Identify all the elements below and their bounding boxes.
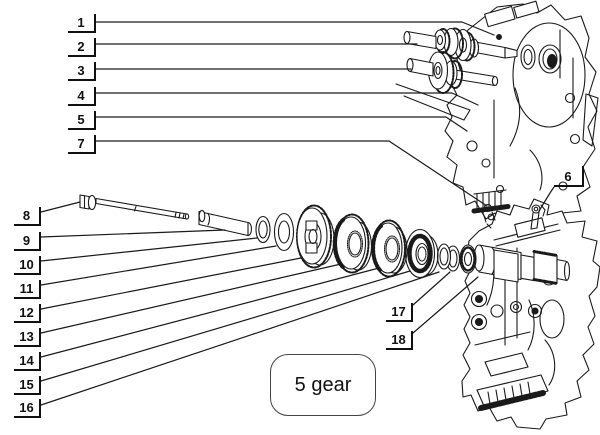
lower-housing-drawing: [461, 198, 600, 430]
leader-11: [40, 245, 277, 286]
callout-box-3: 3: [68, 62, 96, 81]
leader-10: [40, 237, 258, 262]
leader-13: [40, 263, 342, 334]
leader-16: [40, 271, 440, 406]
leader-4: [95, 92, 479, 106]
callout-box-14: 14: [14, 352, 41, 371]
leader-15: [40, 270, 411, 382]
callout-box-2: 2: [68, 38, 96, 57]
leader-8: [40, 201, 81, 213]
callout-box-15: 15: [14, 376, 41, 395]
thrust-ring-drawing: [273, 212, 295, 252]
callout-box-8: 8: [14, 207, 41, 226]
retaining-clip-left-drawing: [482, 203, 496, 229]
callout-box-6: 6: [554, 166, 584, 187]
synchro-hub-drawing: [296, 204, 335, 269]
figure-label-5-gear: 5 gear: [270, 354, 376, 416]
callout-box-12: 12: [14, 304, 41, 323]
leader-6: [538, 186, 555, 212]
callout-box-5: 5: [68, 111, 96, 130]
leader-12: [40, 257, 302, 310]
washer-pair-drawing: [436, 243, 461, 272]
bearing-drawing: [404, 228, 439, 279]
bolt-drawing: [79, 194, 190, 220]
leader-5: [95, 116, 468, 132]
exploded-parts-drawing: [79, 194, 477, 279]
callout-box-4: 4: [68, 87, 96, 106]
leader-lines: [40, 21, 555, 406]
callout-box-13: 13: [14, 328, 41, 347]
leader-17: [412, 271, 451, 306]
callout-box-1: 1: [68, 14, 96, 33]
small-washer-drawing: [255, 215, 271, 244]
leader-14: [40, 267, 380, 358]
callout-box-7: 7: [68, 135, 96, 154]
callout-box-10: 10: [14, 256, 41, 275]
callout-box-18: 18: [386, 331, 413, 350]
gear-small-drawing: [371, 219, 408, 278]
leader-1: [95, 21, 495, 36]
leader-18: [412, 276, 479, 334]
leader-7: [95, 140, 488, 207]
spacer-sleeve-drawing: [198, 209, 253, 237]
callout-box-16: 16: [14, 399, 41, 418]
callout-box-17: 17: [386, 303, 413, 322]
callout-box-9: 9: [14, 232, 41, 251]
leader-9: [40, 229, 226, 238]
gear-large-drawing: [332, 213, 373, 274]
callout-box-11: 11: [14, 280, 41, 299]
splined-washer-drawing: [459, 244, 477, 274]
